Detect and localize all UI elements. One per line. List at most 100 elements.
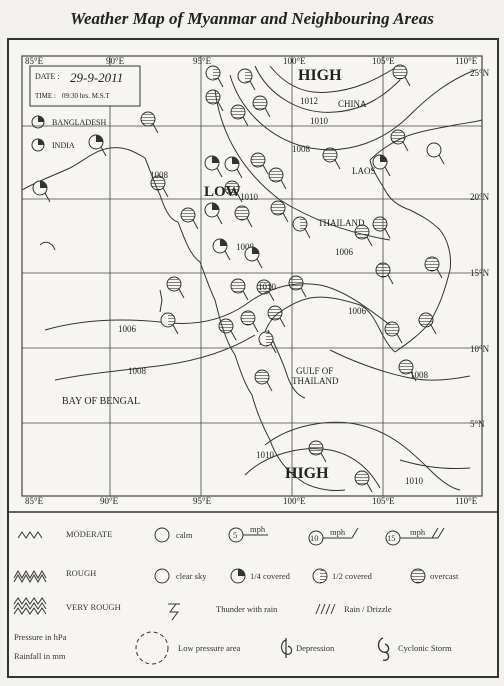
station-marker (256, 279, 272, 295)
legend-half: 1/2 covered (332, 571, 373, 581)
legend-rough: ROUGH (66, 568, 96, 578)
wind-tail (266, 381, 273, 392)
wind-tail (300, 287, 307, 298)
station-markers (32, 64, 445, 493)
low-pressure-area-icon (135, 631, 169, 665)
wind-tail (44, 192, 51, 203)
wind-tail (268, 291, 275, 302)
wind-tail (178, 288, 185, 299)
bangladesh-label: BANGLADESH (52, 118, 106, 127)
map-border (21, 55, 483, 497)
station-marker (375, 262, 391, 278)
isobar-label: 1010 (240, 192, 259, 202)
station-quarter-fill (212, 203, 219, 210)
lon-label: 95°E (193, 56, 212, 66)
latitude-labels: 25°N 20°N 15°N 10°N 5°N (470, 68, 490, 429)
station-marker (166, 276, 182, 292)
label-laos: LAOS (352, 166, 376, 176)
station-marker (252, 95, 268, 111)
isobar-labels: 1012 1010 1008 1006 1008 1006 1006 1008 … (118, 96, 429, 486)
station-marker (240, 310, 256, 326)
svg-text:mph: mph (410, 527, 426, 537)
wind-tail (230, 330, 237, 341)
wind-tail (242, 290, 249, 301)
isobar-label: 1012 (300, 96, 318, 106)
lon-label: 90°E (100, 496, 119, 506)
lon-label: 100°E (283, 496, 306, 506)
lon-label: 90°E (106, 56, 125, 66)
overcast-icon (410, 568, 426, 584)
wind-tail (217, 101, 224, 112)
wind-tail (320, 452, 327, 463)
station-quarter-fill (380, 155, 387, 162)
svg-text:15: 15 (387, 533, 396, 543)
bottom-longitude-labels: 85°E 90°E 95°E 100°E 105°E 110°E (25, 496, 478, 506)
high-label-south: HIGH (285, 465, 329, 482)
sea-state-icons (13, 531, 47, 615)
isobar-label: 1006 (348, 306, 367, 316)
station-marker (268, 167, 284, 183)
station-half-fill (266, 332, 273, 346)
isobar-label: 1010 (405, 476, 424, 486)
wind-tail (282, 212, 289, 223)
station-marker (392, 64, 408, 80)
wind-tail (384, 228, 391, 239)
cyclonic-storm-icon (377, 637, 390, 662)
time-value: 09:30 hrs. M.S.T (62, 92, 110, 100)
station-half-fill (168, 313, 175, 327)
wind-tail (402, 141, 409, 152)
lon-label: 95°E (193, 496, 212, 506)
lon-label: 105°E (372, 56, 395, 66)
lat-label: 25°N (470, 68, 490, 78)
legend-rain-unit: Rainfall in mm (14, 651, 66, 661)
station-marker (354, 224, 370, 240)
wind-tail (236, 168, 243, 179)
lat-label: 20°N (470, 192, 490, 202)
label-bay-of-bengal: BAY OF BENGAL (62, 396, 140, 407)
svg-text:mph: mph (250, 524, 266, 534)
legend-calm: calm (176, 530, 193, 540)
legend-thunder: Thunder with rain (216, 604, 278, 614)
station-marker (250, 152, 266, 168)
wind-tail (224, 250, 231, 261)
wind-tail (152, 123, 159, 134)
wind-tail (264, 107, 271, 118)
legend-overcast: overcast (430, 571, 459, 581)
station-marker (234, 205, 250, 221)
isobars (44, 65, 476, 491)
station-half-fill (245, 69, 252, 83)
isobar-label: 1008 (128, 366, 147, 376)
legend-rain: Rain / Drizzle (344, 604, 392, 614)
rain-icon (315, 603, 336, 615)
station-quarter-fill (232, 157, 239, 164)
wind-tail (217, 77, 224, 88)
depression-icon (280, 638, 293, 658)
wind-tail (396, 333, 403, 344)
station-marker (322, 147, 338, 163)
thunder-icon (168, 603, 180, 621)
wind-tail (236, 192, 243, 203)
time-label: TIME : (35, 92, 56, 100)
map-title: Weather Map of Myanmar and Neighbouring … (70, 9, 434, 28)
wind-tail (262, 164, 269, 175)
latitude-grid (22, 125, 482, 424)
station-quarter-fill (252, 247, 259, 254)
station-marker (218, 318, 234, 334)
station-marker (180, 207, 196, 223)
wind-tail (304, 228, 311, 239)
date-label: DATE : (35, 72, 60, 81)
legend-pressure-unit: Pressure in hPa (14, 632, 67, 642)
wind-tail (162, 187, 169, 198)
wind-tail (256, 258, 263, 269)
station-marker (224, 180, 240, 196)
legend-quarter: 1/4 covered (250, 571, 291, 581)
lon-label: 85°E (25, 56, 44, 66)
high-label-north: HIGH (298, 67, 342, 84)
place-labels: CHINA LAOS THAILAND GULF OF THAILAND BAY… (62, 99, 376, 407)
isobar-label: 1008 (292, 144, 311, 154)
svg-text:mph: mph (330, 527, 346, 537)
isobar-label: 1008 (236, 242, 255, 252)
date-value: 29-9-2011 (70, 70, 123, 85)
wind-tail (280, 179, 287, 190)
